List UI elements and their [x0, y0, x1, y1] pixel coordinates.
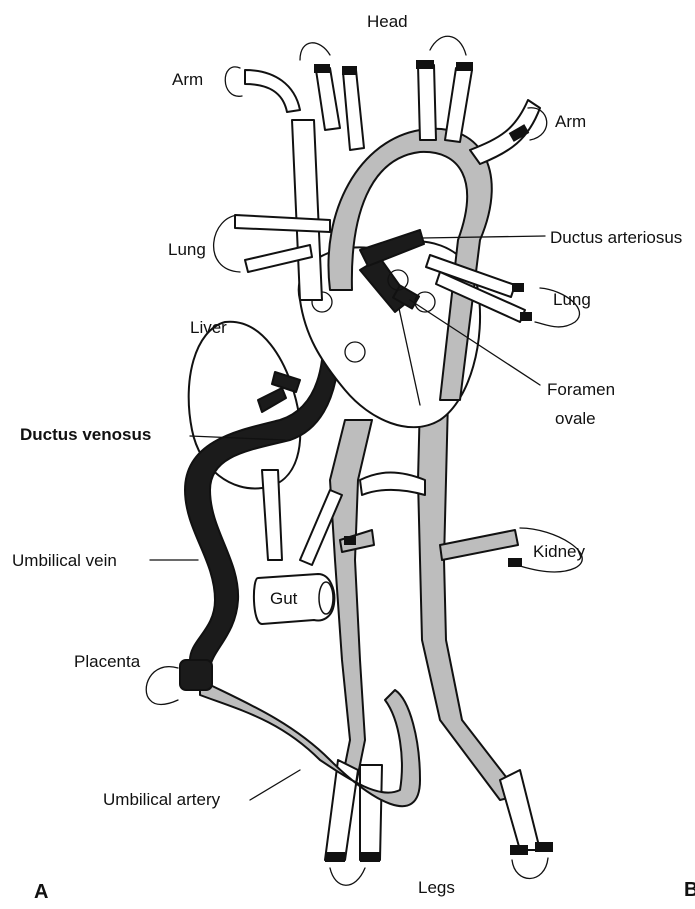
lung-cap-2	[520, 312, 532, 321]
head-cap-3	[416, 60, 434, 69]
neck-vessel-2	[343, 70, 364, 150]
gut-lumen	[319, 582, 333, 614]
descending-aorta	[418, 400, 520, 800]
label-ductus-venosus: Ductus venosus	[20, 425, 151, 445]
kidney-cap-2	[344, 536, 356, 545]
label-umbilical-artery: Umbilical artery	[103, 790, 220, 810]
arrow-placenta	[146, 667, 178, 705]
head-cap-4	[456, 62, 473, 71]
label-umbilical-vein: Umbilical vein	[12, 551, 117, 571]
arrow-head-right	[430, 36, 466, 55]
label-gut: Gut	[270, 589, 297, 609]
neck-vessel-4	[445, 68, 472, 142]
label-placenta: Placenta	[74, 652, 140, 672]
arrow-legs-left	[330, 868, 365, 885]
label-head: Head	[367, 12, 408, 32]
cropped-panel-letter: B	[684, 880, 695, 900]
leader-umbilical-artery	[250, 770, 300, 800]
renal-vessel-right	[440, 530, 518, 560]
iliac-right	[500, 770, 540, 850]
label-liver: Liver	[190, 318, 227, 338]
arrow-arm-left	[225, 67, 242, 96]
leader-ductus-arteriosus	[422, 236, 545, 238]
leg-cap-3	[510, 845, 528, 855]
label-kidney: Kidney	[533, 542, 585, 562]
label-legs: Legs	[418, 878, 455, 898]
umbilical-artery-vessel	[200, 680, 420, 806]
leg-cap-4	[535, 842, 553, 852]
panel-letter: A	[34, 882, 48, 902]
placenta-stub	[180, 660, 212, 690]
head-cap-2	[342, 66, 357, 75]
superior-vena-cava	[292, 120, 322, 300]
portal-vein	[262, 470, 282, 560]
label-lung-right: Lung	[553, 290, 591, 310]
label-arm-left: Arm	[172, 70, 203, 90]
arrow-head-left	[300, 43, 330, 60]
label-foramen-ovale-line1: Foramen	[547, 380, 615, 400]
celiac-branch	[360, 473, 425, 496]
neck-vessel-3	[418, 65, 436, 140]
lung-cap-1	[512, 283, 524, 292]
arm-vessel-right	[470, 100, 540, 164]
head-cap-1	[314, 64, 330, 73]
arm-vessel-left	[245, 70, 300, 112]
label-arm-right: Arm	[555, 112, 586, 132]
leg-cap-2	[360, 852, 380, 862]
label-lung-left: Lung	[168, 240, 206, 260]
leg-cap-1	[325, 852, 345, 862]
label-ductus-arteriosus: Ductus arteriosus	[550, 228, 682, 248]
label-foramen-ovale-line2: ovale	[555, 409, 596, 429]
arrow-legs-right	[512, 858, 548, 879]
iliac-mid	[360, 765, 382, 860]
neck-vessel-1	[316, 68, 340, 130]
